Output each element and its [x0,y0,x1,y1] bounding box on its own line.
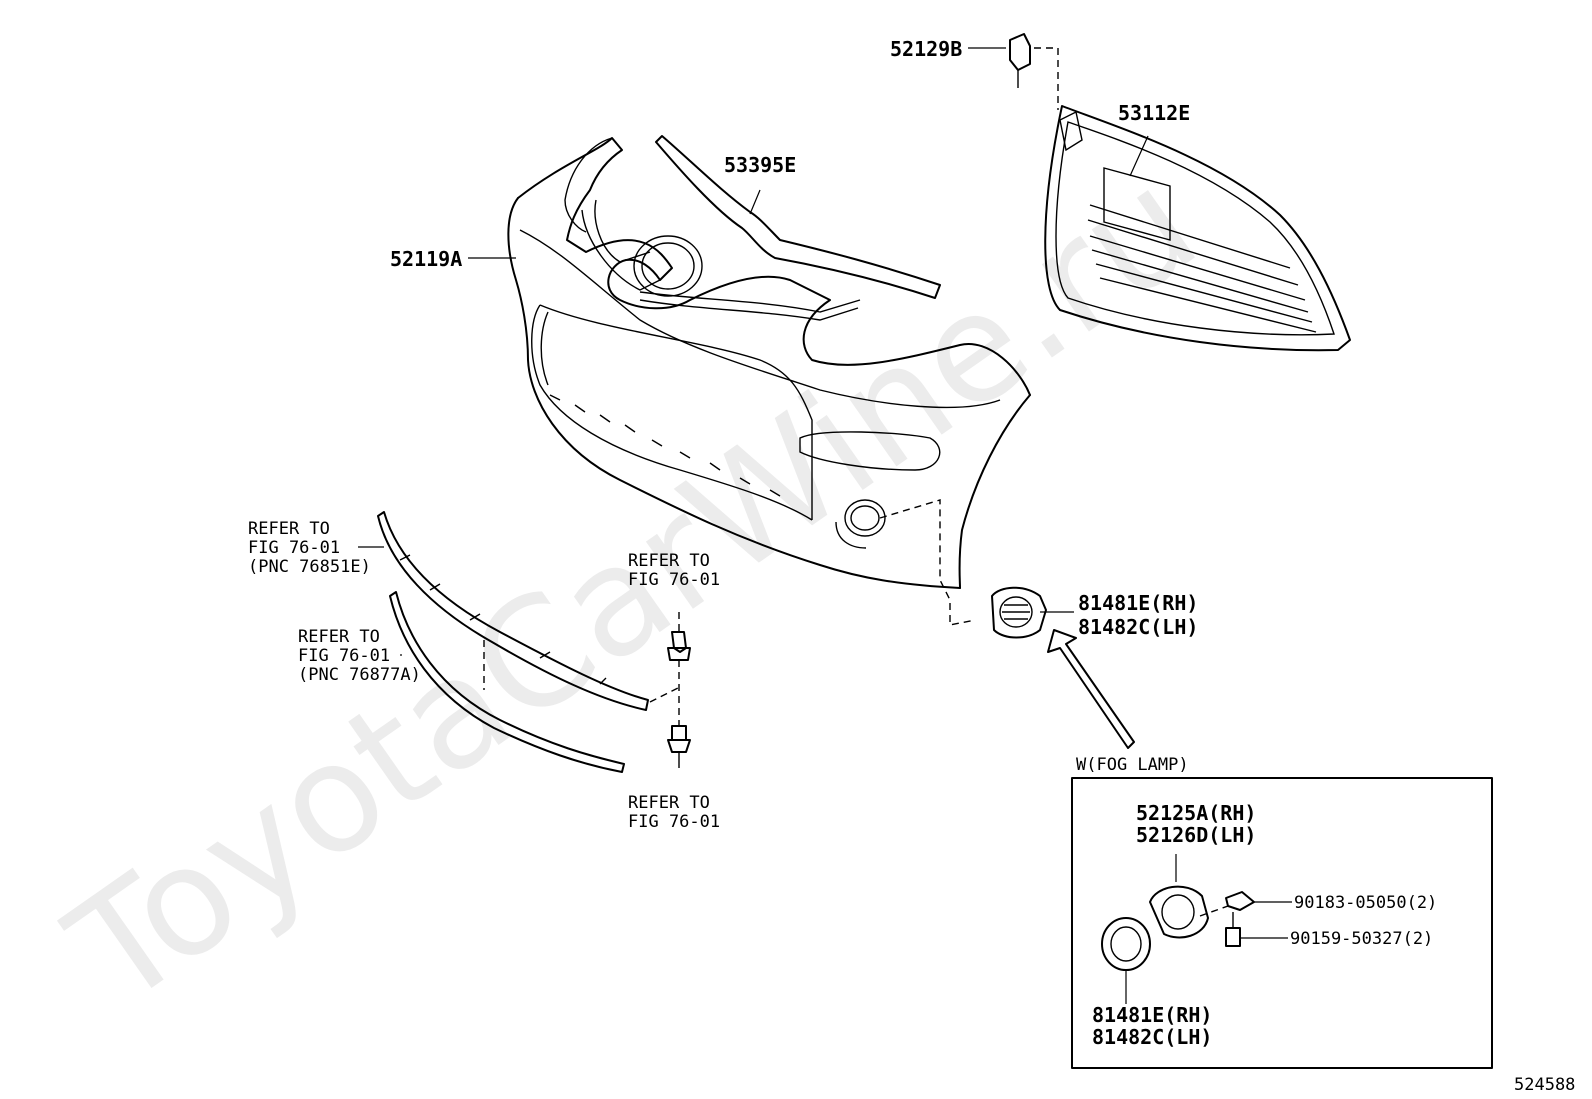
refer-screw-l1: REFER TO [628,793,710,813]
refer-upper-l1: REFER TO [248,519,330,539]
label-81482c-lh: 81482C(LH) [1078,615,1198,639]
inset-title: W(FOG LAMP) [1076,755,1189,775]
push-clip [667,612,691,726]
lower-bumper-molding [389,591,625,773]
refer-screw-l2: FIG 76-01 [628,812,720,832]
inset-fog-cover [1149,885,1209,939]
refer-lower-l1: REFER TO [298,627,380,647]
refer-upper-molding: REFER TO FIG 76-01 (PNC 76851E) [248,519,371,577]
refer-clip: REFER TO FIG 76-01 [628,551,720,590]
inset-label-lamp-rh: 81481E(RH) [1092,1003,1212,1027]
illustration-id: 524588 [1514,1075,1575,1095]
refer-lower-l3: (PNC 76877A) [298,665,421,685]
refer-clip-l2: FIG 76-01 [628,570,720,590]
inset-nut [1225,891,1255,911]
refer-upper-l3: (PNC 76851E) [248,557,371,577]
inset-label-nut: 90183-05050(2) [1294,893,1437,913]
label-81481e-rh: 81481E(RH) [1078,591,1198,615]
inset-frame [1071,777,1493,1069]
upper-bumper-molding [377,511,679,711]
inset-fog-lamp [1101,917,1151,971]
bumper-cover-52119a [507,137,1031,626]
clip-52129b [1009,33,1059,110]
label-53112e: 53112E [1118,101,1190,125]
inset-label-screw: 90159-50327(2) [1290,929,1433,949]
inset-label-cover-rh: 52125A(RH) [1136,801,1256,825]
refer-lower-l2: FIG 76-01 [298,646,390,666]
view-arrow [1047,629,1135,749]
refer-upper-l2: FIG 76-01 [248,538,340,558]
inset-label-lamp-lh: 81482C(LH) [1092,1025,1212,1049]
refer-clip-l1: REFER TO [628,551,710,571]
radiator-grille-53112e [1044,105,1351,352]
refer-screw: REFER TO FIG 76-01 [628,793,720,832]
screw [667,725,691,768]
fog-lamp-main [991,586,1047,639]
label-52119a: 52119A [390,247,462,271]
label-52129b: 52129B [890,37,962,61]
inset-label-cover-lh: 52126D(LH) [1136,823,1256,847]
label-53395e: 53395E [724,153,796,177]
grille-molding-53395e [655,135,941,299]
inset-screw [1225,912,1241,947]
refer-lower-molding: REFER TO FIG 76-01 (PNC 76877A) [298,627,421,685]
